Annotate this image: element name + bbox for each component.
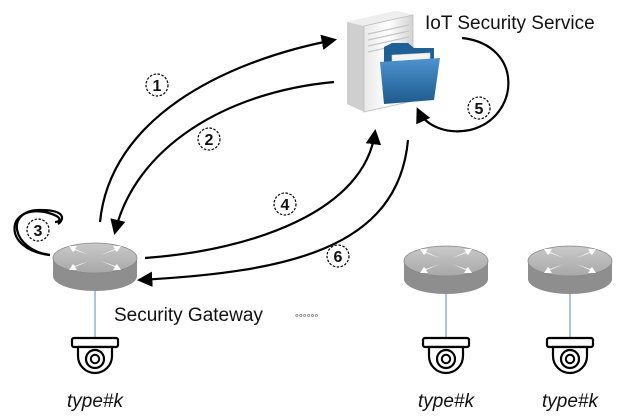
camera-icon-1 (70, 336, 120, 375)
camera-icon-3 (545, 336, 595, 375)
step-badge-4: 4 (273, 192, 297, 216)
step-badge-6: 6 (326, 244, 350, 268)
ellipsis-dots: ◦◦◦◦◦◦ (295, 310, 318, 322)
gateway-label: Security Gateway (114, 305, 263, 326)
folder-icon (380, 43, 440, 104)
svg-text:5: 5 (475, 101, 484, 118)
arrow-step-2 (110, 80, 335, 235)
device-label-1: type#k (67, 391, 124, 412)
device-label-2: type#k (418, 391, 475, 412)
router-icon-gateway (52, 242, 138, 292)
step-badge-2: 2 (197, 127, 221, 151)
step-badge-5: 5 (467, 96, 491, 120)
svg-text:2: 2 (205, 132, 214, 149)
svg-text:6: 6 (334, 249, 343, 266)
arrow-step-1 (98, 34, 338, 223)
arrow-step-6 (136, 139, 410, 288)
router-icon-2 (403, 245, 489, 295)
svg-text:3: 3 (34, 223, 43, 240)
svg-text:4: 4 (281, 197, 290, 214)
device-label-3: type#k (542, 391, 599, 412)
router-icon-3 (527, 245, 613, 295)
arrow-step-3-tail (15, 208, 64, 257)
step-badge-3: 3 (26, 218, 50, 242)
camera-icon-2 (421, 336, 471, 375)
step-badge-1: 1 (145, 73, 169, 97)
arrow-step-5 (416, 36, 510, 133)
svg-text:1: 1 (153, 78, 162, 95)
arrow-step-4 (144, 128, 382, 260)
service-label: IoT Security Service (425, 13, 595, 34)
